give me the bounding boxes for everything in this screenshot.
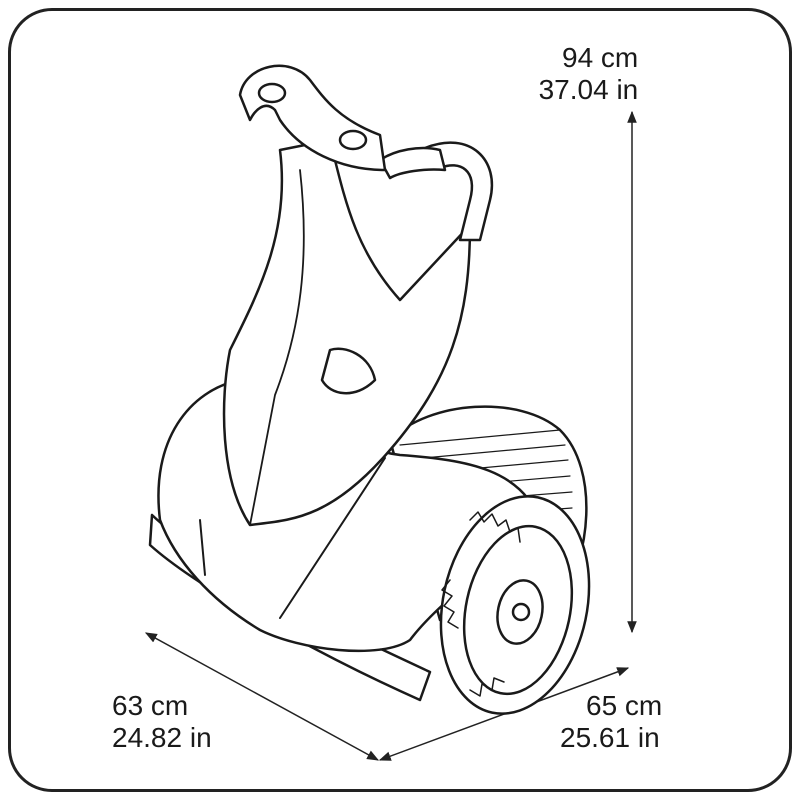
scooter-drawing	[148, 64, 591, 715]
width-dimension-line	[144, 632, 380, 761]
depth-metric: 65 cm	[586, 690, 663, 721]
diagram-frame	[8, 8, 792, 792]
height-imperial: 37.04 in	[538, 74, 639, 105]
width-metric: 63 cm	[112, 690, 189, 721]
depth-dimension-label: 65 cm 25.61 in	[560, 690, 662, 754]
width-imperial: 24.82 in	[112, 722, 212, 753]
height-dimension-label: 94 cm 37.04 in	[535, 42, 639, 106]
height-metric: 94 cm	[562, 42, 639, 73]
depth-imperial: 25.61 in	[560, 722, 660, 753]
width-dimension-label: 63 cm 24.82 in	[112, 690, 212, 754]
